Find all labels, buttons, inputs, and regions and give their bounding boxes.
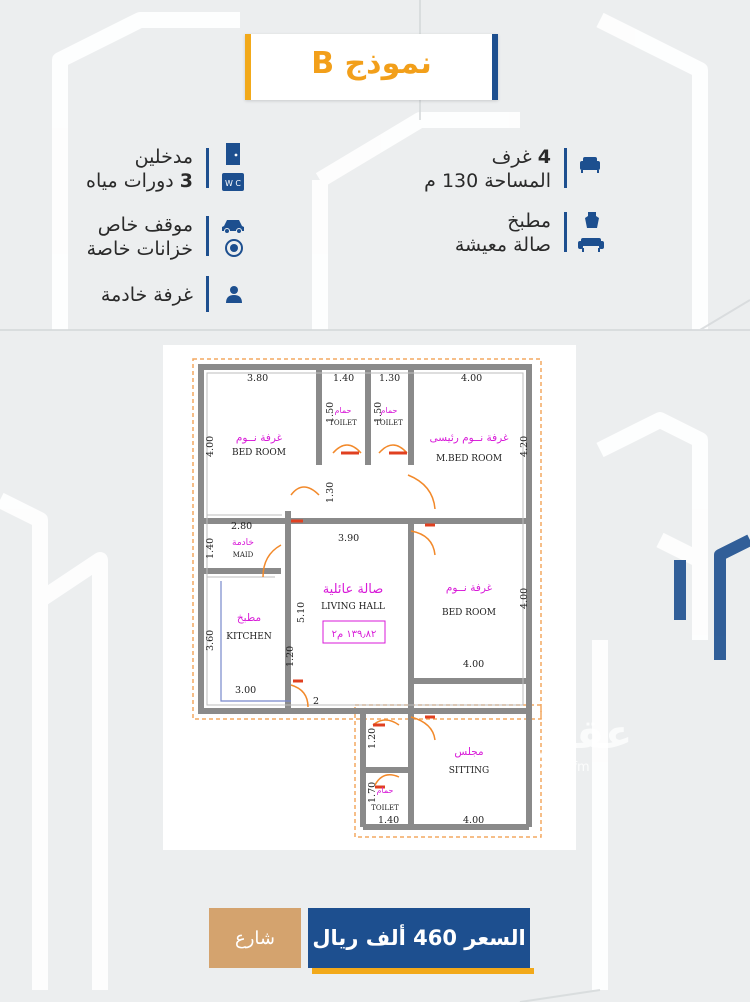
room-label-ar: غرفة نــوم رئيسى (430, 432, 509, 444)
price-accent (312, 968, 534, 974)
dim-label: 1.20 (367, 728, 378, 749)
room-label-en: BED ROOM (232, 448, 286, 458)
room-label-en: MAID (233, 551, 254, 559)
dim-label: 1.50 (373, 402, 384, 423)
feature-rooms: 4 غرف المساحة 130 م (424, 146, 551, 192)
price-box: السعر 460 ألف ريال (308, 908, 530, 968)
dim-label: 1.40 (378, 815, 399, 826)
title-accent-right (492, 34, 498, 100)
price-value: 460 (413, 926, 457, 950)
dim-label: 1.20 (285, 646, 296, 667)
dim-label: 1.40 (205, 538, 216, 559)
room-label-ar: مطبخ (237, 612, 261, 624)
dim-label: 4.00 (461, 373, 482, 384)
dim-label: 5.10 (296, 602, 307, 623)
room-label-ar: مجلس (454, 746, 483, 758)
room-label-ar: حمام (377, 786, 394, 795)
watermark-url: aqar.fm (540, 760, 590, 775)
svg-text:W C: W C (225, 179, 241, 188)
room-label-en: TOILET (371, 804, 399, 812)
water-tank-icon (224, 238, 244, 262)
feature-divider (564, 148, 567, 188)
room-label-en: M.BED ROOM (436, 454, 502, 464)
sofa-icon (578, 234, 604, 256)
dim-label: 1.50 (325, 402, 336, 423)
room-label-ar: صالة عائلية (323, 582, 384, 597)
dim-label: 1.30 (325, 482, 336, 503)
dim-label: 4.00 (519, 588, 530, 609)
room-label-en: BED ROOM (442, 608, 496, 618)
room-label-en: TOILET (329, 419, 357, 427)
dim-label: 3.00 (235, 685, 256, 696)
feature-divider (206, 216, 209, 256)
room-label-ar: غرفة نــوم (236, 432, 283, 444)
floor-plan-card: 3.80 1.40 1.30 4.00 2.80 3.90 4.00 3.00 … (163, 345, 576, 850)
dim-label: 2.80 (231, 521, 252, 532)
room-label-en: KITCHEN (226, 632, 272, 642)
price-suffix: ألف ريال (312, 926, 406, 950)
feature-divider (206, 276, 209, 312)
price-prefix: السعر (464, 926, 526, 950)
feature-maid-room: غرفة خادمة (100, 284, 193, 306)
apron-icon (582, 210, 602, 234)
person-icon (224, 284, 244, 308)
watermark-logo: عقار (538, 712, 633, 758)
dim-label: 4.20 (519, 436, 530, 457)
dim-label: 1.70 (367, 782, 378, 803)
street-button[interactable]: شارع (209, 908, 301, 968)
page-title: نموذج B (311, 46, 432, 81)
title-accent-left (245, 34, 251, 100)
room-label-ar: حمام (381, 406, 398, 415)
room-label-en: LIVING HALL (321, 602, 385, 612)
room-label-ar: حمام (335, 406, 352, 415)
door-icon (224, 143, 242, 169)
car-icon (221, 218, 245, 238)
dim-label: 4.00 (463, 815, 484, 826)
room-label-en: TOILET (375, 419, 403, 427)
room-label-en: SITTING (449, 766, 490, 776)
feature-parking-tanks: موقف خاص خزانات خاصة (86, 214, 193, 260)
feature-entrances-wc: مدخلين 3 دورات مياه (86, 146, 193, 192)
dim-label: 3.60 (205, 630, 216, 651)
wc-icon: W C (222, 173, 244, 195)
dim-label: 3.90 (338, 533, 359, 544)
feature-divider (206, 148, 209, 188)
dim-label: 3.80 (247, 373, 268, 384)
dim-label: 2 (313, 696, 319, 707)
dim-label: 4.00 (463, 659, 484, 670)
dim-label: 1.40 (333, 373, 354, 384)
room-label-ar: غرفة نــوم (446, 582, 493, 594)
bed-icon (578, 152, 602, 180)
dim-label: 1.30 (379, 373, 400, 384)
living-area-label: ١٣٩٫٨٢ م٢ (332, 629, 377, 640)
feature-kitchen-living: مطبخ صالة معيشة (454, 210, 551, 256)
dim-label: 4.00 (205, 436, 216, 457)
room-label-ar: خادمة (232, 538, 254, 548)
title-box: نموذج B (245, 34, 498, 100)
feature-divider (564, 212, 567, 252)
floor-plan: 3.80 1.40 1.30 4.00 2.80 3.90 4.00 3.00 … (192, 358, 542, 838)
